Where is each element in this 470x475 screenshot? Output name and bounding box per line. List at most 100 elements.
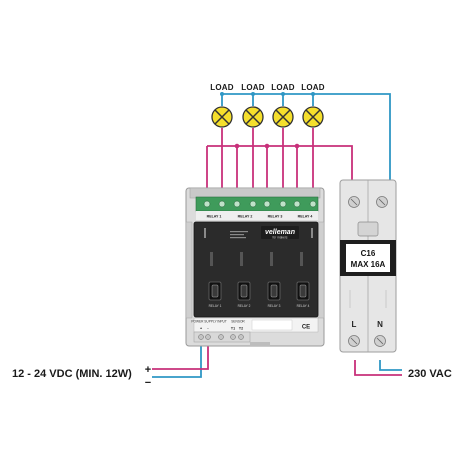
lamp-4 bbox=[302, 106, 324, 128]
terminal-t2-label: T2 bbox=[239, 327, 243, 331]
live-supply-wire bbox=[354, 360, 402, 376]
lamp-cross-icon bbox=[245, 109, 261, 125]
lamp-cross-icon bbox=[214, 109, 230, 125]
junction-dot bbox=[251, 92, 255, 96]
neutral-supply-wire bbox=[379, 360, 402, 371]
dc-plus-sign: + bbox=[145, 364, 151, 376]
relay-4-button-cap bbox=[299, 284, 307, 298]
panel-mark bbox=[311, 228, 313, 238]
relay-3-button-cap bbox=[270, 284, 278, 298]
panel-mark bbox=[204, 228, 206, 238]
lamp-1 bbox=[211, 106, 233, 128]
breaker-max-current: MAX 16A bbox=[351, 260, 386, 269]
sensor-label: SENSOR bbox=[231, 320, 245, 324]
relay-label-2: RELAY 2 bbox=[238, 215, 253, 219]
relay-channel-graphics bbox=[210, 252, 303, 266]
load-label-3: LOAD bbox=[271, 83, 294, 92]
bottom-terminal-screws bbox=[198, 334, 244, 340]
relay-1-button-cap bbox=[211, 284, 219, 298]
relay-label-4: RELAY 4 bbox=[298, 215, 313, 219]
channel-led bbox=[270, 252, 273, 266]
module-top-step bbox=[189, 187, 321, 199]
power-supply-label: POWER SUPPLY bbox=[191, 320, 217, 324]
lamp-cross-icon bbox=[305, 109, 321, 125]
lamp-cross-icon bbox=[275, 109, 291, 125]
circuit-breaker: C16 MAX 16A L N bbox=[339, 179, 397, 353]
screw-icon bbox=[263, 200, 271, 208]
channel-led bbox=[210, 252, 213, 266]
screw-icon bbox=[233, 200, 241, 208]
screw-icon bbox=[279, 200, 287, 208]
junction-dot bbox=[281, 92, 285, 96]
relay-sub-label-3: RELAY 3 bbox=[268, 304, 281, 308]
screw-icon bbox=[205, 334, 211, 340]
screw-slot bbox=[350, 337, 358, 345]
dc-minus-wire bbox=[152, 340, 202, 378]
brand-tagline: for makers bbox=[272, 235, 287, 239]
module-right-fin bbox=[317, 221, 325, 319]
relay-2-button-cap bbox=[240, 284, 248, 298]
breaker-vents bbox=[349, 290, 387, 308]
screw-slot bbox=[350, 198, 358, 206]
relay-label-row bbox=[196, 211, 318, 220]
lamp-2 bbox=[242, 106, 264, 128]
relay-label-3: RELAY 3 bbox=[268, 215, 283, 219]
terminal-plus-label: + bbox=[200, 327, 202, 331]
relay-sub-label-2: RELAY 2 bbox=[238, 304, 251, 308]
breaker-rating: C16 bbox=[361, 249, 376, 258]
screw-icon bbox=[230, 334, 236, 340]
junction-dot bbox=[311, 92, 315, 96]
relay-module: RELAY 1 RELAY 2 RELAY 3 RELAY 4 velleman… bbox=[185, 187, 325, 347]
panel-marks bbox=[204, 228, 313, 239]
breaker-label-window bbox=[346, 244, 390, 272]
input-label: INPUT bbox=[217, 320, 227, 324]
screw-icon bbox=[203, 200, 211, 208]
screw-slot bbox=[378, 198, 386, 206]
relay-sub-label-4: RELAY 4 bbox=[297, 304, 310, 308]
module-left-fin bbox=[185, 221, 193, 319]
brand-plate bbox=[261, 226, 299, 239]
load-label-2: LOAD bbox=[241, 83, 264, 92]
lamp-3 bbox=[272, 106, 294, 128]
breaker-toggle-lever[interactable] bbox=[357, 221, 379, 237]
brand-logo: velleman bbox=[265, 229, 295, 236]
module-din-clip bbox=[250, 342, 270, 346]
screw-slot bbox=[376, 337, 384, 345]
screw-icon bbox=[218, 200, 226, 208]
live-bus-wire bbox=[207, 145, 353, 180]
relay-sub-label-1: RELAY 1 bbox=[209, 304, 222, 308]
screw-icon bbox=[218, 334, 224, 340]
ce-mark: CE bbox=[302, 325, 310, 331]
terminal-t1-label: T1 bbox=[231, 327, 235, 331]
junction-dots bbox=[220, 92, 315, 149]
relay-label-1: RELAY 1 bbox=[207, 215, 222, 219]
neutral-wires bbox=[152, 93, 402, 378]
screw-icon bbox=[309, 200, 317, 208]
dc-supply-label: 12 - 24 VDC (MIN. 12W) bbox=[12, 368, 132, 380]
top-terminal-screws bbox=[203, 200, 317, 208]
dc-minus-sign: − bbox=[145, 377, 151, 389]
breaker-terminal-n: N bbox=[377, 320, 383, 329]
load-label-4: LOAD bbox=[301, 83, 324, 92]
screw-icon bbox=[293, 200, 301, 208]
screw-icon bbox=[249, 200, 257, 208]
junction-dot bbox=[234, 143, 240, 149]
ac-supply-label: 230 VAC bbox=[408, 368, 452, 380]
panel-mark bbox=[230, 231, 248, 233]
channel-led bbox=[240, 252, 243, 266]
relay-buttons bbox=[208, 281, 310, 301]
info-plate bbox=[251, 319, 293, 331]
channel-led bbox=[300, 252, 303, 266]
junction-dot bbox=[264, 143, 270, 149]
screw-icon bbox=[238, 334, 244, 340]
load-label-1: LOAD bbox=[210, 83, 233, 92]
panel-mark bbox=[230, 237, 246, 239]
junction-dot bbox=[220, 92, 224, 96]
junction-dot bbox=[294, 143, 300, 149]
module-front-panel bbox=[193, 221, 319, 318]
screw-icon bbox=[198, 334, 204, 340]
panel-mark bbox=[230, 234, 244, 236]
dc-plus-wire bbox=[152, 340, 209, 370]
